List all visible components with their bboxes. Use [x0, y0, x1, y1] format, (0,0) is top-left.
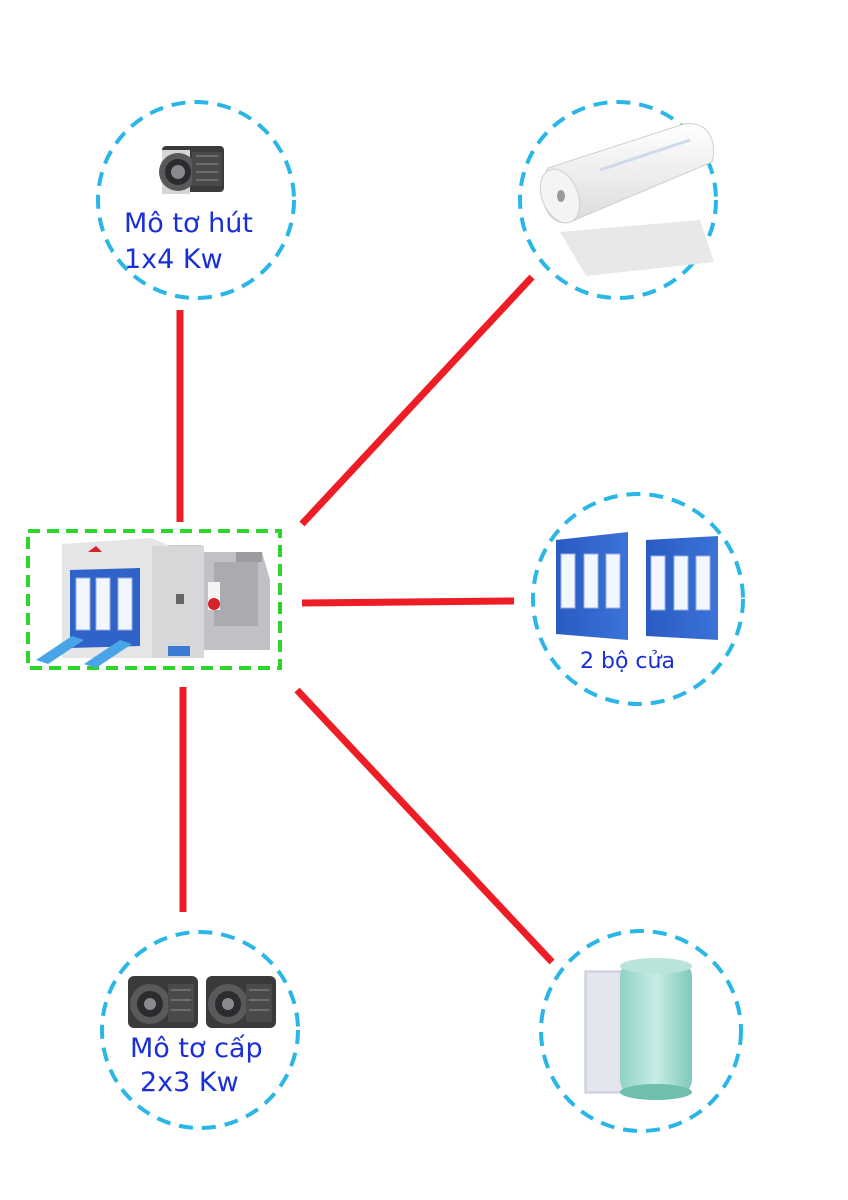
node-ring [531, 492, 745, 706]
node-ring [96, 100, 296, 300]
blower-fan-icon [159, 146, 224, 194]
green-filter-roll-icon [584, 958, 692, 1100]
doors-label: 2 bộ cửa [580, 649, 675, 674]
door-panel-icon [556, 532, 628, 640]
connectors [176, 274, 555, 965]
node-paint-booth [26, 529, 282, 670]
node-ceiling-filter [518, 100, 718, 300]
connector-floor-filter [294, 687, 555, 965]
exhaust-motor-power: 1x4 Kw [124, 244, 223, 275]
node-ring [539, 929, 743, 1133]
connector-ceiling-filter [299, 274, 535, 527]
filter-roll-icon [539, 123, 715, 276]
node-floor-filter [539, 929, 743, 1133]
blower-fan-icon [128, 976, 198, 1028]
supply-motor-label: Mô tơ cấp [130, 1033, 263, 1064]
paint-booth-icon [36, 538, 270, 668]
blower-fan-icon [206, 976, 276, 1028]
node-ring [518, 100, 718, 300]
booth-frame [26, 529, 282, 670]
node-ring [100, 930, 300, 1130]
connector-doors [301, 597, 515, 607]
exhaust-motor-label: Mô tơ hút [124, 208, 253, 239]
node-supply-motor: Mô tơ cấp 2x3 Kw [100, 930, 300, 1130]
supply-motor-power: 2x3 Kw [140, 1067, 239, 1098]
node-exhaust-motor: Mô tơ hút 1x4 Kw [96, 100, 296, 300]
node-doors: 2 bộ cửa [531, 492, 745, 706]
door-panel-icon [646, 536, 718, 640]
